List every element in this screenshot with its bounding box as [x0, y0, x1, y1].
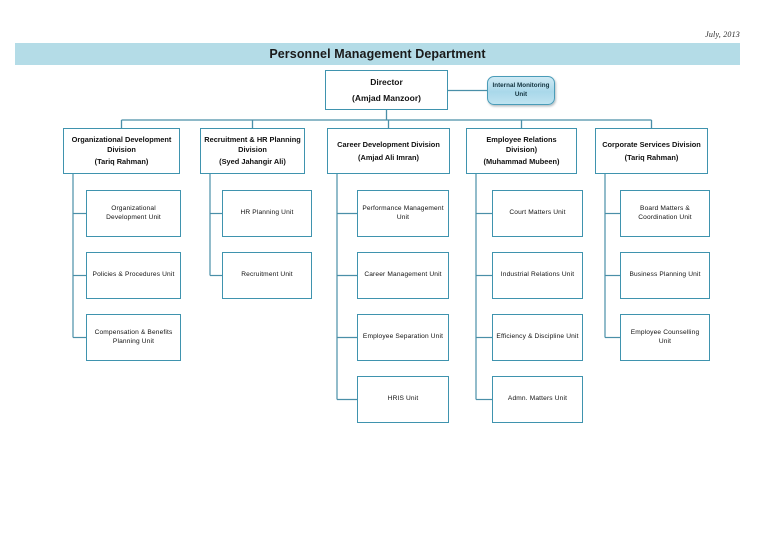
unit-label: Recruitment Unit: [241, 271, 293, 279]
division-head: (Syed Jahangir Ali): [219, 157, 286, 167]
unit-label: Employee Counselling Unit: [630, 328, 700, 345]
division-name: Recruitment & HR Planning Division: [204, 134, 301, 154]
node-unit-5-1[interactable]: Board Matters & Coordination Unit: [620, 190, 710, 237]
unit-label: Performance Management Unit: [362, 204, 444, 221]
unit-label: HR Planning Unit: [240, 209, 294, 217]
node-unit-2-1[interactable]: HR Planning Unit: [222, 190, 312, 237]
division-head: (Muhammad Mubeen): [483, 157, 560, 167]
division-name: Career Development Division: [337, 139, 440, 149]
page-title: Personnel Management Department: [269, 47, 486, 61]
unit-label: Employee Separation Unit: [362, 333, 444, 341]
node-unit-1-2[interactable]: Policies & Procedures Unit: [86, 252, 181, 299]
monitoring-unit-label: Internal Monitoring Unit: [492, 82, 550, 98]
node-unit-3-3[interactable]: Employee Separation Unit: [357, 314, 449, 361]
node-director[interactable]: Director (Amjad Manzoor): [325, 70, 448, 110]
document-date: July, 2013: [705, 30, 740, 39]
division-head: (Tariq Rahman): [94, 157, 149, 167]
unit-label: Board Matters & Coordination Unit: [638, 204, 692, 221]
node-division-1[interactable]: Organizational Development Division (Tari…: [63, 128, 180, 174]
unit-label: Court Matters Unit: [509, 209, 566, 217]
unit-label: Career Management Unit: [364, 271, 442, 279]
unit-label: Industrial Relations Unit: [500, 271, 575, 279]
node-unit-2-2[interactable]: Recruitment Unit: [222, 252, 312, 299]
chart-title-bar: Personnel Management Department: [15, 43, 740, 65]
node-unit-5-2[interactable]: Business Planning Unit: [620, 252, 710, 299]
node-unit-5-3[interactable]: Employee Counselling Unit: [620, 314, 710, 361]
unit-label: Policies & Procedures Unit: [92, 271, 175, 279]
division-head: (Tariq Rahman): [624, 152, 679, 162]
unit-label: Compensation & Benefits Planning Unit: [94, 328, 173, 345]
node-unit-4-3[interactable]: Efficiency & Discipline Unit: [492, 314, 583, 361]
unit-label: Admn. Matters Unit: [507, 395, 568, 403]
unit-label: Efficiency & Discipline Unit: [496, 333, 579, 341]
unit-label: Business Planning Unit: [629, 271, 701, 279]
node-unit-4-4[interactable]: Admn. Matters Unit: [492, 376, 583, 423]
node-unit-1-1[interactable]: Organizational Development Unit: [86, 190, 181, 237]
director-role: Director: [370, 76, 403, 87]
node-unit-1-3[interactable]: Compensation & Benefits Planning Unit: [86, 314, 181, 361]
node-division-3[interactable]: Career Development Division (Amjad Ali Im…: [327, 128, 450, 174]
node-division-4[interactable]: Employee Relations Division) (Muhammad Mu…: [466, 128, 577, 174]
node-unit-3-2[interactable]: Career Management Unit: [357, 252, 449, 299]
unit-label: Organizational Development Unit: [106, 204, 161, 221]
node-unit-4-2[interactable]: Industrial Relations Unit: [492, 252, 583, 299]
node-unit-4-1[interactable]: Court Matters Unit: [492, 190, 583, 237]
division-name: Corporate Services Division: [602, 139, 701, 149]
director-name: (Amjad Manzoor): [352, 93, 421, 103]
division-head: (Amjad Ali Imran): [358, 152, 419, 162]
node-unit-3-1[interactable]: Performance Management Unit: [357, 190, 449, 237]
node-division-5[interactable]: Corporate Services Division (Tariq Rahman…: [595, 128, 708, 174]
unit-label: HRIS Unit: [387, 395, 419, 403]
node-unit-3-4[interactable]: HRIS Unit: [357, 376, 449, 423]
node-internal-monitoring-unit[interactable]: Internal Monitoring Unit: [487, 76, 555, 105]
division-name: Employee Relations Division): [486, 134, 557, 154]
division-name: Organizational Development Division: [71, 134, 172, 154]
node-division-2[interactable]: Recruitment & HR Planning Division (Syed …: [200, 128, 305, 174]
